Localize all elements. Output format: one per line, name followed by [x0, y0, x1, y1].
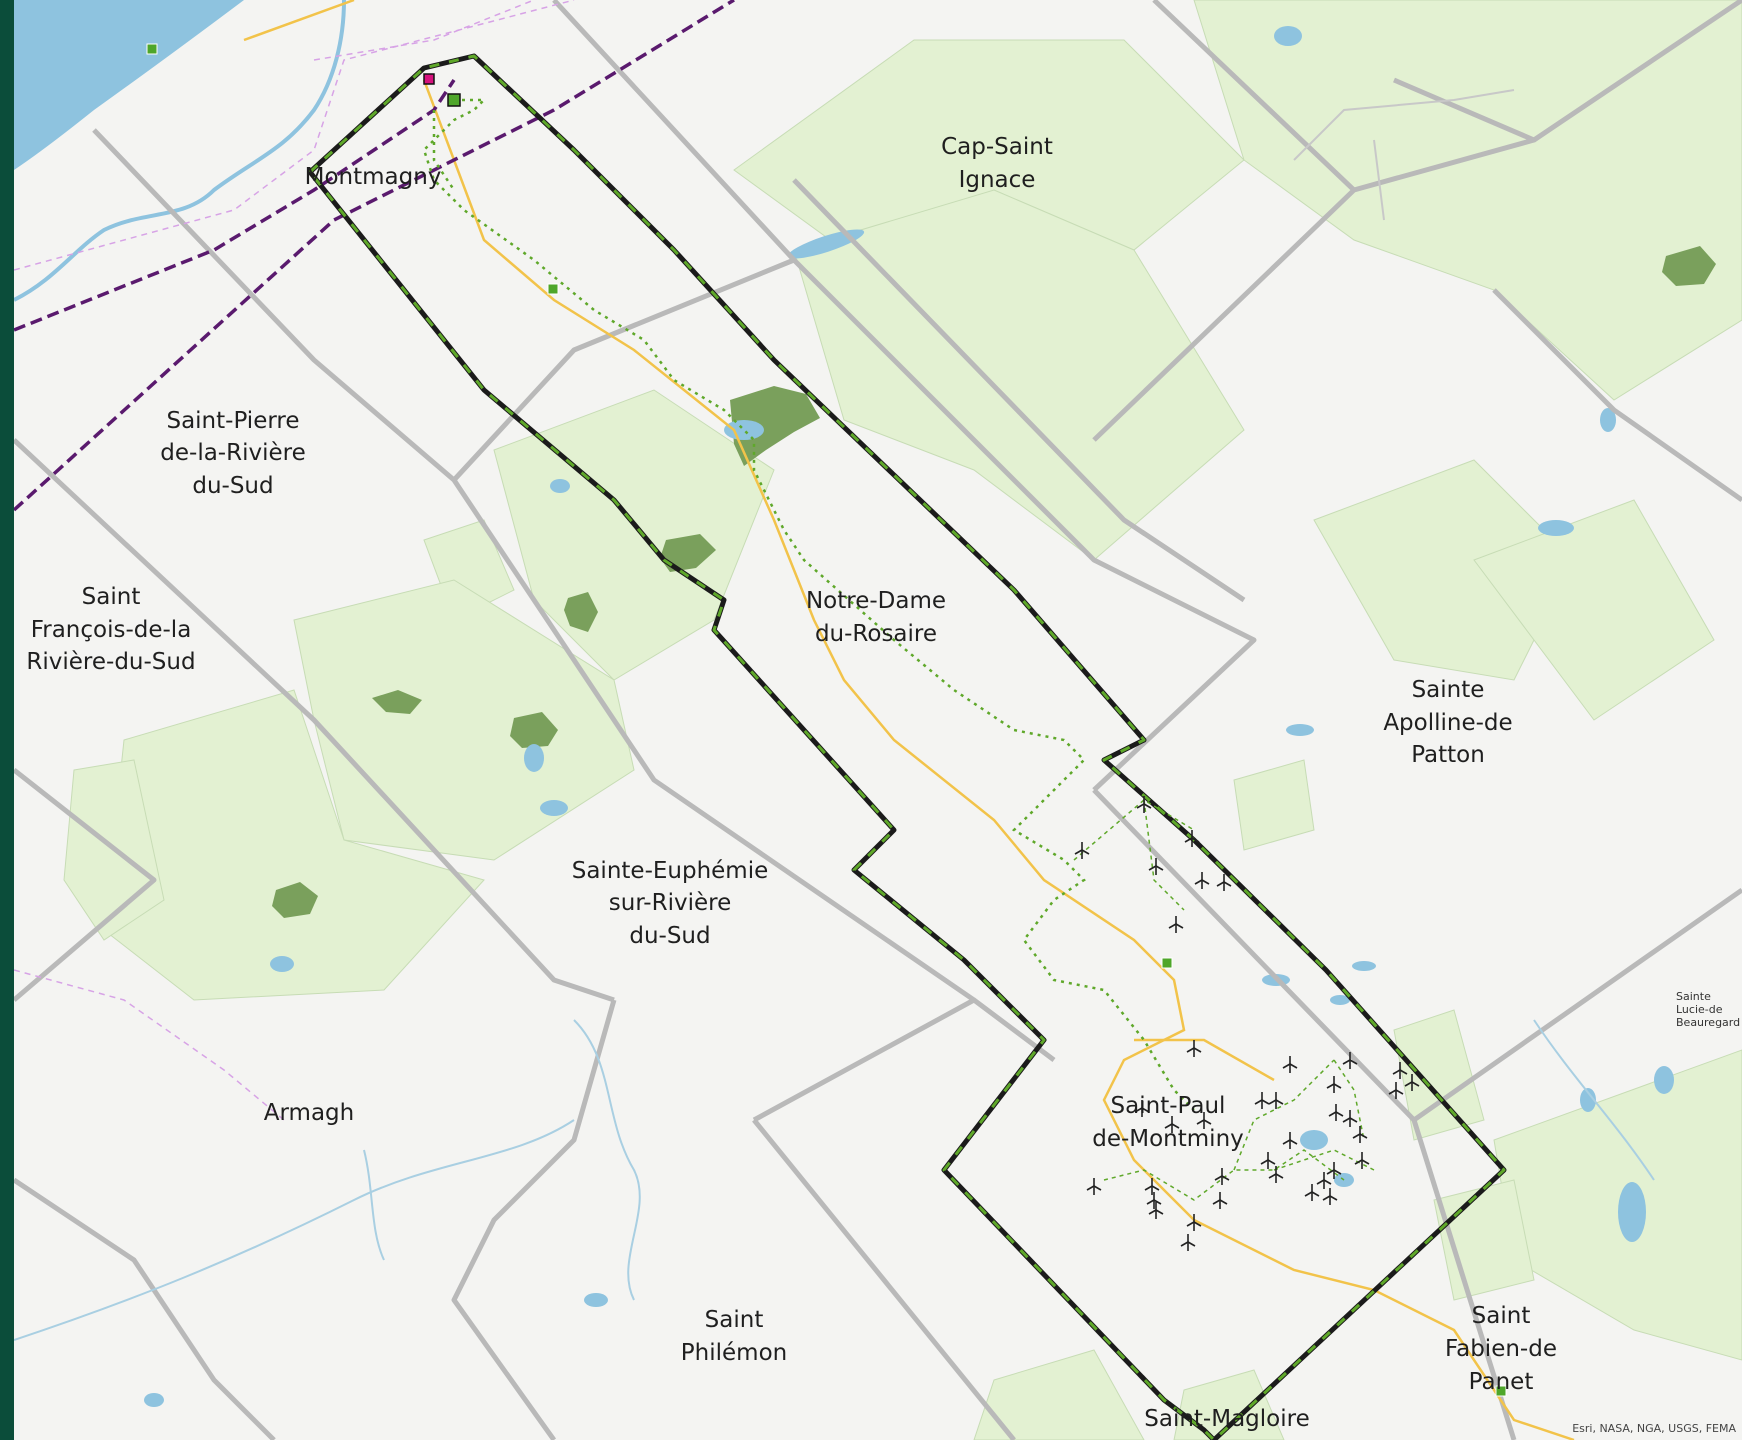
label-st-pierre-3: du-Sud [192, 473, 273, 499]
wind-turbine-icon[interactable] [1146, 1192, 1162, 1209]
map-canvas[interactable]: Montmagny Cap-Saint Ignace Saint-Pierre … [14, 0, 1742, 1440]
riviere-du-sud [14, 0, 346, 302]
st-lawrence-river [14, 0, 244, 170]
secondary-roads [1293, 89, 1515, 221]
label-cap-saint-ignace-2: Ignace [959, 167, 1036, 193]
label-ste-lucie-3: Beauregard [1676, 1016, 1740, 1029]
label-st-fabien-2: Fabien-de [1445, 1336, 1557, 1362]
label-st-fabien-1: Saint [1472, 1303, 1531, 1329]
wind-turbine-icon[interactable] [1168, 916, 1184, 933]
map-attribution: Esri, NASA, NGA, USGS, FEMA [1572, 1422, 1736, 1435]
substation-montmagny[interactable] [423, 73, 435, 85]
wind-turbine-icon[interactable] [1164, 1116, 1180, 1133]
collector-lines [422, 98, 1195, 1111]
wind-turbine-icon[interactable] [1086, 1178, 1102, 1195]
wind-turbine-icon[interactable] [1388, 1082, 1404, 1099]
wind-turbines [1074, 796, 1420, 1251]
label-st-pierre-2: de-la-Rivière [160, 440, 305, 466]
label-st-francois-2: François-de-la [31, 617, 192, 643]
wind-turbine-icon[interactable] [1184, 830, 1200, 847]
wind-turbine-icon[interactable] [1186, 1040, 1202, 1057]
wind-turbine-icon[interactable] [1148, 1202, 1164, 1219]
streams [14, 1019, 1655, 1341]
label-st-paul-1: Saint-Paul [1111, 1093, 1226, 1119]
wind-turbine-icon[interactable] [1322, 1188, 1338, 1205]
wind-turbine-icon[interactable] [1212, 1192, 1228, 1209]
municipal-boundaries [14, 0, 1742, 1440]
wind-turbine-icon[interactable] [1268, 1092, 1284, 1109]
label-montmagny: Montmagny [305, 164, 442, 190]
protected-areas [272, 246, 1716, 918]
wind-turbine-icon[interactable] [1186, 1214, 1202, 1231]
label-ste-lucie-2: Lucie-de [1676, 1003, 1723, 1016]
label-st-paul-2: de-Montminy [1092, 1126, 1244, 1152]
label-ste-apolline-1: Sainte [1412, 677, 1485, 703]
wind-turbine-icon[interactable] [1282, 1132, 1298, 1149]
wind-turbine-icon[interactable] [1316, 1172, 1332, 1189]
wind-turbine-icon[interactable] [1354, 1152, 1370, 1169]
wind-turbine-icon[interactable] [1148, 858, 1164, 875]
wind-turbine-icon[interactable] [1342, 1110, 1358, 1127]
municipality-labels: Montmagny Cap-Saint Ignace Saint-Pierre … [26, 134, 1740, 1432]
wind-turbine-icon[interactable] [1254, 1092, 1270, 1109]
label-st-francois-1: Saint [82, 584, 141, 610]
wind-turbine-icon[interactable] [1216, 874, 1232, 891]
wind-turbine-icon[interactable] [1196, 1112, 1212, 1129]
wind-turbine-icon[interactable] [1134, 1100, 1150, 1117]
label-ste-apolline-2: Apolline-de [1383, 710, 1512, 736]
label-st-philemon-1: Saint [705, 1307, 764, 1333]
highway-shield-icon [547, 283, 559, 295]
wind-turbine-icon[interactable] [1074, 842, 1090, 859]
label-ste-apolline-3: Patton [1411, 742, 1485, 768]
label-ste-euphemie-2: sur-Rivière [609, 890, 731, 916]
distribution-lines [14, 0, 575, 1121]
project-boundary-dash [308, 54, 1506, 1440]
transmission-lines [14, 0, 735, 512]
left-sidebar-band [0, 0, 14, 1440]
wind-turbine-icon[interactable] [1326, 1076, 1342, 1093]
wind-turbine-icon[interactable] [1136, 796, 1152, 813]
wind-turbine-icon[interactable] [1342, 1052, 1358, 1069]
label-cap-saint-ignace-1: Cap-Saint [941, 134, 1053, 160]
wind-turbine-icon[interactable] [1328, 1104, 1344, 1121]
wind-turbine-icon[interactable] [1392, 1062, 1408, 1079]
label-ste-euphemie-3: du-Sud [629, 923, 710, 949]
wind-turbine-icon[interactable] [1144, 1178, 1160, 1195]
label-notre-dame-1: Notre-Dame [806, 588, 946, 614]
wind-turbine-icon[interactable] [1214, 1168, 1230, 1185]
label-ste-lucie-1: Sainte [1676, 990, 1711, 1003]
wind-turbine-icon[interactable] [1180, 1234, 1196, 1251]
lakes [144, 26, 1674, 1407]
wind-turbine-icon[interactable] [1326, 1162, 1342, 1179]
label-st-francois-3: Rivière-du-Sud [26, 649, 195, 675]
label-notre-dame-2: du-Rosaire [815, 621, 937, 647]
label-ste-euphemie-1: Sainte-Euphémie [572, 858, 769, 884]
wind-turbine-icon[interactable] [1352, 1126, 1368, 1143]
wind-turbine-icon[interactable] [1404, 1074, 1420, 1091]
highway-shield-icon [1161, 957, 1173, 969]
wind-turbine-icon[interactable] [1268, 1166, 1284, 1183]
internal-collectors [1073, 799, 1375, 1201]
label-st-magloire: Saint-Magloire [1144, 1406, 1309, 1432]
wind-turbine-icon[interactable] [1194, 872, 1210, 889]
label-st-philemon-2: Philémon [681, 1340, 787, 1366]
wind-turbine-icon[interactable] [1304, 1184, 1320, 1201]
highway-shield-icon [1495, 1385, 1507, 1397]
highway-shield-icon [146, 43, 158, 55]
public-land-areas [63, 0, 1742, 1440]
highway-shields [146, 43, 1507, 1397]
project-substation[interactable] [447, 93, 461, 107]
wind-turbine-icon[interactable] [1282, 1056, 1298, 1073]
wind-turbine-icon[interactable] [1260, 1152, 1276, 1169]
roads [243, 0, 1575, 1440]
label-armagh: Armagh [264, 1100, 354, 1126]
label-st-pierre-1: Saint-Pierre [166, 408, 299, 434]
label-st-fabien-3: Panet [1469, 1369, 1534, 1395]
